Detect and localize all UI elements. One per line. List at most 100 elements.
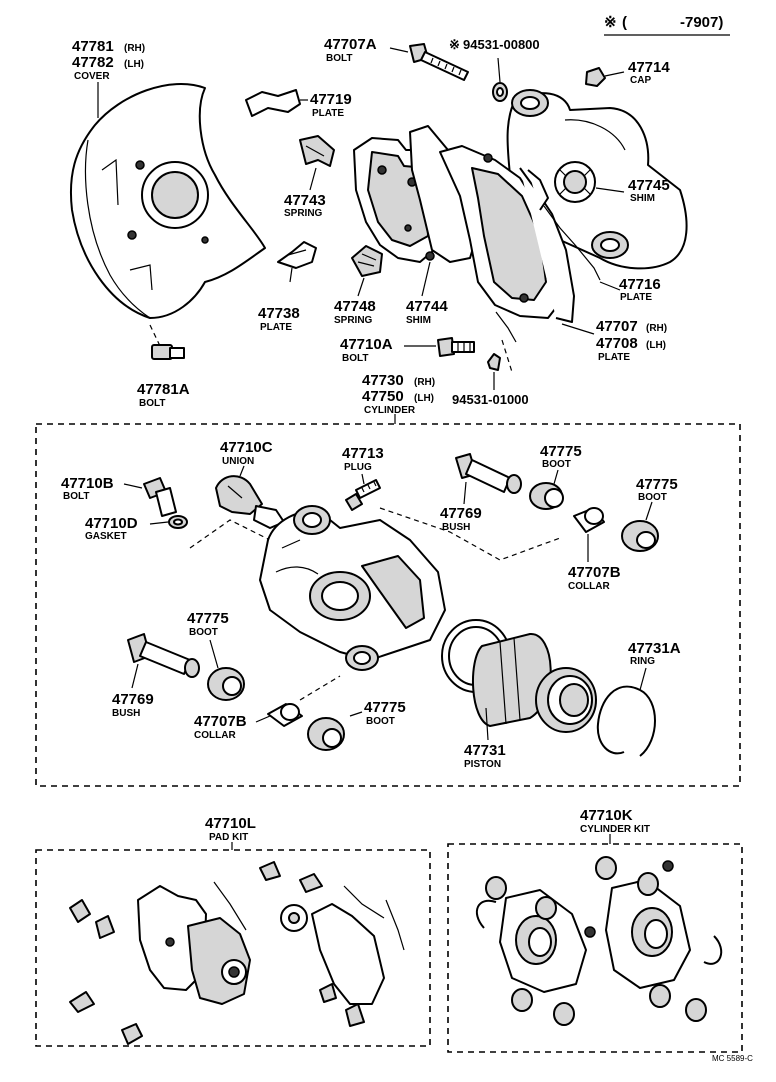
svg-text:47710K: 47710K: [580, 807, 633, 824]
collar-top-label: 47707B COLLAR: [568, 564, 621, 592]
svg-text:47708: 47708: [596, 335, 638, 352]
boot-bottom-illustration: [307, 717, 345, 751]
svg-text:COLLAR: COLLAR: [568, 581, 610, 592]
svg-text:BOLT: BOLT: [63, 491, 89, 502]
bolt-47710a-label: 47710A BOLT: [340, 336, 393, 364]
plate-47716-illustration: [527, 169, 601, 281]
svg-text:BOOT: BOOT: [366, 716, 395, 727]
svg-text:COLLAR: COLLAR: [194, 730, 236, 741]
shim-47744-label: 47744 SHIM: [406, 298, 448, 326]
svg-text:GASKET: GASKET: [85, 531, 127, 542]
plate-47719-label: 47719 PLATE: [310, 91, 352, 119]
plate-47738-illustration: [277, 241, 317, 269]
boot-top-leader: [553, 469, 559, 485]
boot-left-leader: [209, 639, 219, 669]
svg-text:47738: 47738: [258, 305, 300, 322]
header-range: -7907): [680, 14, 723, 31]
plate-47716-leader: [599, 281, 621, 291]
svg-text:(RH): (RH): [124, 43, 145, 54]
cover-illustration: [69, 83, 266, 319]
svg-text:BUSH: BUSH: [442, 522, 470, 533]
ring-leader: [639, 667, 647, 691]
ring-illustration: [596, 685, 656, 757]
svg-text:(RH): (RH): [646, 323, 667, 334]
boot-bottom-label: 47775 BOOT: [364, 699, 406, 727]
svg-text:SPRING: SPRING: [334, 315, 373, 326]
svg-text:47716: 47716: [619, 276, 661, 293]
svg-text:PLATE: PLATE: [620, 292, 652, 303]
boot-right-leader: [645, 501, 653, 521]
svg-text:47769: 47769: [112, 691, 154, 708]
svg-text:COVER: COVER: [74, 71, 110, 82]
spring-47743-label: 47743 SPRING: [284, 192, 326, 219]
cylinder-kit-label: 47710K CYLINDER KIT: [580, 807, 650, 835]
gasket-illustration: [168, 515, 188, 529]
spring-47743-illustration: [299, 135, 335, 167]
svg-text:PAD KIT: PAD KIT: [209, 832, 248, 843]
bush-top-illustration: [455, 453, 522, 494]
plate-47738-leader: [289, 267, 293, 283]
svg-text:47710C: 47710C: [220, 439, 273, 456]
svg-text:BOOT: BOOT: [542, 459, 571, 470]
boot-top-illustration: [529, 482, 564, 510]
cylinder-kit-illustration: [475, 856, 723, 1026]
bush-bottom-label: 47769 BUSH: [112, 691, 154, 719]
pad-kit-frame: [35, 849, 431, 1047]
svg-text:(LH): (LH): [124, 59, 144, 70]
bush-top-label: 47769 BUSH: [440, 505, 482, 533]
svg-text:47707B: 47707B: [194, 713, 247, 730]
gasket-label: 47710D GASKET: [85, 515, 138, 542]
bolt-47710b-label: 47710B BOLT: [61, 475, 114, 502]
plug-label: 47713 PLUG: [342, 445, 384, 473]
cap-illustration: [585, 67, 606, 87]
pads-upper-illustration: [353, 125, 575, 373]
svg-text:47769: 47769: [440, 505, 482, 522]
header-open: (: [622, 14, 627, 31]
svg-text:47713: 47713: [342, 445, 384, 462]
svg-text:47775: 47775: [636, 476, 678, 493]
svg-text:BOOT: BOOT: [189, 627, 218, 638]
piston-leader: [485, 707, 489, 741]
shim-47744-leader: [421, 261, 431, 297]
svg-text:CYLINDER: CYLINDER: [364, 405, 416, 416]
svg-text:CAP: CAP: [630, 75, 651, 86]
bolt-47710a-illustration: [437, 337, 475, 357]
svg-text:47744: 47744: [406, 298, 448, 315]
svg-text:47707: 47707: [596, 318, 638, 335]
bolt-47710b-illustration: [143, 477, 177, 517]
boot-left-illustration: [207, 667, 245, 701]
svg-text:47731A: 47731A: [628, 640, 681, 657]
gasket-leader: [149, 521, 169, 525]
pad-kit-illustration: [69, 861, 405, 1045]
svg-text:47731: 47731: [464, 742, 506, 759]
header-range-note: ※ ( -7907): [604, 14, 730, 36]
svg-text:47710A: 47710A: [340, 336, 393, 353]
svg-text:47714: 47714: [628, 59, 670, 76]
svg-text:94531-00800: 94531-00800: [463, 37, 540, 52]
svg-text:BOLT: BOLT: [342, 353, 368, 364]
plate-47738-label: 47738 PLATE: [258, 305, 300, 333]
svg-text:RING: RING: [630, 656, 655, 667]
nut-ref2-label: 94531-01000: [452, 392, 529, 407]
svg-text:PLATE: PLATE: [312, 108, 344, 119]
spring-47748-label: 47748 SPRING: [334, 298, 376, 326]
spring-47748-leader: [357, 277, 365, 297]
pad-kit-label: 47710L PAD KIT: [205, 815, 256, 843]
plate-47707-label: 47707 (RH) 47708 (LH) PLATE: [596, 318, 667, 363]
svg-text:CYLINDER KIT: CYLINDER KIT: [580, 824, 650, 835]
bolt-47707a-leader: [389, 47, 409, 53]
cylinder-body-illustration: [259, 505, 446, 671]
union-leader: [239, 465, 245, 477]
washer-94531-01000-illustration: [487, 353, 501, 390]
plate-47716-label: 47716 PLATE: [619, 276, 661, 303]
collar-bottom-leader: [255, 715, 271, 723]
svg-text:94531-01000: 94531-01000: [452, 392, 529, 407]
washer-94531-00800-illustration: [492, 57, 508, 102]
collar-top-illustration: [573, 507, 605, 533]
svg-text:PLATE: PLATE: [260, 322, 292, 333]
spring-47748-illustration: [351, 245, 383, 277]
boot-left-label: 47775 BOOT: [187, 610, 229, 638]
svg-text:SHIM: SHIM: [630, 193, 655, 204]
svg-text:47781: 47781: [72, 38, 114, 55]
